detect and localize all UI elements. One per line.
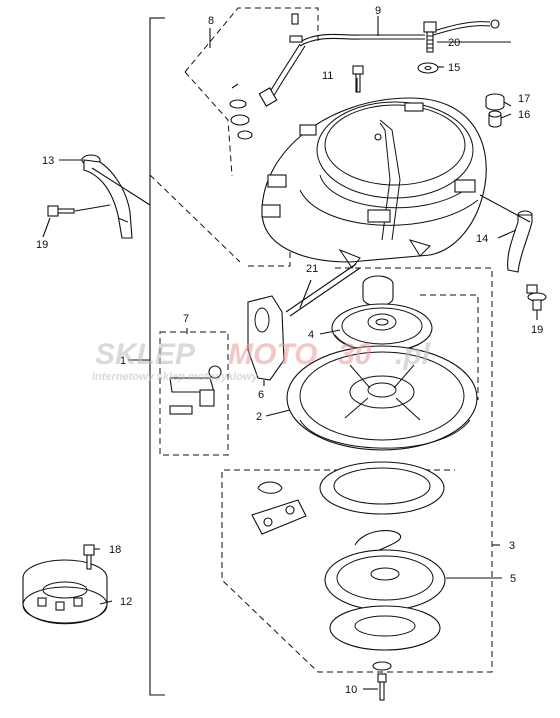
plate-disc-top [319, 461, 445, 515]
label-8: 8 [208, 15, 214, 27]
label-12: 12 [120, 596, 132, 608]
grommet-17 [485, 93, 505, 111]
rope-21 [285, 263, 361, 317]
label-4: 4 [308, 329, 314, 341]
label-2: 2 [256, 411, 262, 423]
label-13: 13 [42, 155, 54, 167]
spring-clip-parts [251, 481, 307, 535]
part-labels: 8 9 20 15 11 17 16 13 19 14 21 19 7 4 1 … [36, 5, 543, 696]
ratchet-4 [331, 275, 433, 353]
plate-disc-bottom [329, 605, 441, 651]
bushing-16 [488, 110, 502, 128]
label-17: 17 [518, 93, 530, 105]
watermark-tagline: internetowy sklep motocyklowy [92, 371, 259, 383]
cover-disc-5 [324, 549, 446, 611]
label-19-right: 19 [531, 324, 543, 336]
starter-handle-6 [247, 295, 285, 381]
pulley-cup-12 [22, 559, 108, 625]
bolt-19-right [526, 284, 547, 311]
bolt-18 [83, 544, 95, 570]
group-7-parts [169, 365, 222, 415]
washer-15 [417, 62, 439, 74]
watermark-brand-c: 30 [338, 338, 372, 371]
watermark-brand-a: SKLEP [95, 338, 196, 371]
cable-part [267, 19, 500, 98]
label-9: 9 [375, 5, 381, 17]
label-6: 6 [258, 389, 264, 401]
label-14: 14 [476, 233, 488, 245]
label-10: 10 [345, 684, 357, 696]
starter-housing [261, 97, 487, 269]
watermark-logo: SKLEP MOTO 30 .pl internetowy sklep moto… [92, 338, 431, 383]
label-18: 18 [109, 544, 121, 556]
assembly-frame [149, 17, 165, 696]
bolt-19-left [47, 205, 75, 217]
watermark-brand-d: .pl [395, 338, 431, 371]
label-11: 11 [322, 70, 333, 82]
group-8-small-parts [229, 13, 303, 140]
label-3: 3 [509, 540, 515, 552]
reel-2 [286, 345, 478, 451]
group-outlines [149, 7, 493, 673]
label-15: 15 [448, 62, 460, 74]
label-7: 7 [183, 313, 189, 325]
bolt-20 [423, 21, 437, 53]
bolt-10 [372, 661, 392, 701]
label-1: 1 [120, 355, 126, 367]
label-16: 16 [518, 109, 530, 121]
bracket-13 [81, 154, 133, 239]
label-21: 21 [306, 263, 318, 275]
bracket-14 [507, 210, 533, 273]
label-5: 5 [510, 573, 516, 585]
leader-lines [42, 16, 538, 690]
label-20: 20 [448, 37, 460, 49]
label-19-left: 19 [36, 239, 48, 251]
watermark-brand-b: MOTO [228, 338, 317, 371]
bolt-11 [352, 65, 364, 93]
